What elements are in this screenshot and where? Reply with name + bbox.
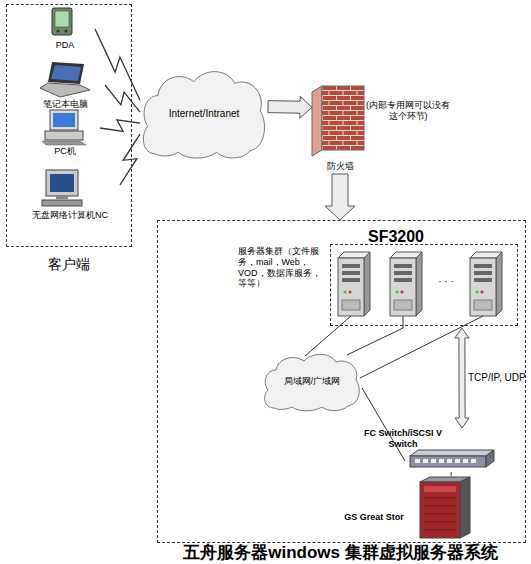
server-tower: [338, 252, 370, 316]
pda-icon: [52, 8, 72, 35]
laptop-icon: [48, 62, 84, 84]
storage-array: [424, 530, 456, 531]
device-label: PC机: [30, 146, 100, 157]
storage-node: GS Great Stor: [333, 476, 473, 540]
edge-label: TCP/IP, UDP: [468, 372, 526, 384]
terminal-icon: [50, 174, 74, 192]
pda-icon: [52, 8, 72, 35]
block-arrow: [325, 174, 355, 220]
terminal-icon: [42, 170, 82, 206]
connector-line: [95, 29, 140, 100]
network-wire: [305, 316, 351, 356]
storage-label: GS Great Stor: [333, 512, 415, 523]
storage-array: [424, 522, 456, 523]
switch-device: [423, 459, 428, 463]
cluster-description: 服务器集群（文件服务，mail，Web，VOD，数据库服务，等等）: [238, 246, 328, 289]
storage-array: [460, 477, 470, 538]
connector-line: [347, 328, 403, 355]
device-node: PC机: [30, 108, 100, 158]
network-wire: [403, 316, 404, 328]
dashed-frame: [330, 244, 518, 326]
group-heading: 客户端: [6, 256, 132, 273]
group-title: SF3200: [351, 227, 441, 246]
connector-line: [362, 388, 405, 461]
storage-array: [424, 514, 456, 515]
switch-device: [455, 459, 460, 463]
note-text: (内部专用网可以没有这个环节): [366, 100, 450, 122]
device-label: 无盘网络计算机NC: [20, 210, 120, 221]
pc-icon: [45, 131, 83, 140]
laptop-icon: [40, 62, 90, 97]
switch-node: FC Switch/iSCSI V Switch: [405, 428, 489, 472]
firewall-wall: [312, 86, 364, 156]
link-bolt: [95, 29, 140, 100]
switch-device: [410, 450, 494, 467]
storage-array: [424, 498, 456, 499]
cloud-label: Internet/Intranet: [140, 108, 268, 120]
link-bolt: [100, 120, 140, 131]
connector-line: [451, 472, 452, 476]
block-arrow: [268, 96, 312, 118]
cloud-label: 局域网/广域网: [262, 376, 362, 387]
terminal-icon: [56, 196, 68, 199]
switch-device: [415, 459, 420, 463]
figure-caption: 五舟服务器windows 集群虚拟服务器系统: [150, 543, 531, 563]
storage-array: [420, 482, 460, 538]
firewall-node: 防火墙: [312, 84, 368, 174]
switch-label: FC Switch/iSCSI V Switch: [363, 428, 443, 450]
network-cloud: Internet/Intranet: [140, 68, 268, 160]
connector-line: [100, 120, 140, 131]
laptop-icon: [51, 65, 81, 81]
block-arrow: [455, 328, 469, 428]
pda-icon: [65, 30, 68, 33]
server-tower: [390, 252, 422, 316]
pc-icon: [53, 113, 75, 127]
switch-device: [463, 459, 468, 463]
connector-line: [451, 472, 452, 476]
connector-line: [362, 388, 405, 461]
storage-array: [424, 506, 456, 507]
switch-device: [447, 459, 452, 463]
device-node: 无盘网络计算机NC: [20, 168, 120, 224]
switch-device: [439, 459, 444, 463]
network-cloud: 局域网/广域网: [262, 352, 362, 412]
device-label: 笔记本电脑: [25, 99, 105, 110]
firewall-wall: [312, 86, 322, 156]
storage-array: [424, 486, 456, 492]
terminal-icon: [42, 200, 82, 206]
firewall-wall: [322, 86, 364, 150]
ellipsis-mark: · · ·: [424, 276, 468, 288]
terminal-icon: [46, 170, 78, 196]
pda-icon: [55, 11, 69, 27]
connector-line: [105, 85, 140, 112]
link-bolt: [120, 134, 140, 185]
server-cluster: 服务器集群（文件服务，mail，Web，VOD，数据库服务，等等）: [238, 244, 520, 328]
device-label: PDA: [35, 40, 95, 51]
connector-line: [120, 134, 140, 185]
storage-array: [420, 477, 470, 538]
server-tower: [470, 252, 502, 316]
block-arrow: [325, 174, 355, 220]
device-node: PDA: [35, 6, 95, 52]
switch-device: [471, 459, 476, 463]
switch-device: [410, 450, 494, 456]
link-bolt: [105, 85, 140, 112]
laptop-icon: [40, 83, 90, 97]
client-group: 客户端 PDA 笔记本电脑 PC机无盘网络计算机NC: [6, 4, 133, 280]
switch-device: [431, 459, 436, 463]
block-arrow: [268, 96, 312, 118]
pda-icon: [57, 30, 60, 33]
pc-icon: [42, 110, 86, 145]
pc-icon: [42, 141, 86, 145]
switch-device: [486, 450, 494, 467]
firewall-label: 防火墙: [302, 161, 378, 172]
pc-icon: [50, 110, 78, 130]
switch-device: [410, 456, 486, 467]
block-arrow: [455, 328, 469, 428]
device-node: 笔记本电脑: [25, 58, 105, 112]
connector-line: [347, 328, 403, 355]
